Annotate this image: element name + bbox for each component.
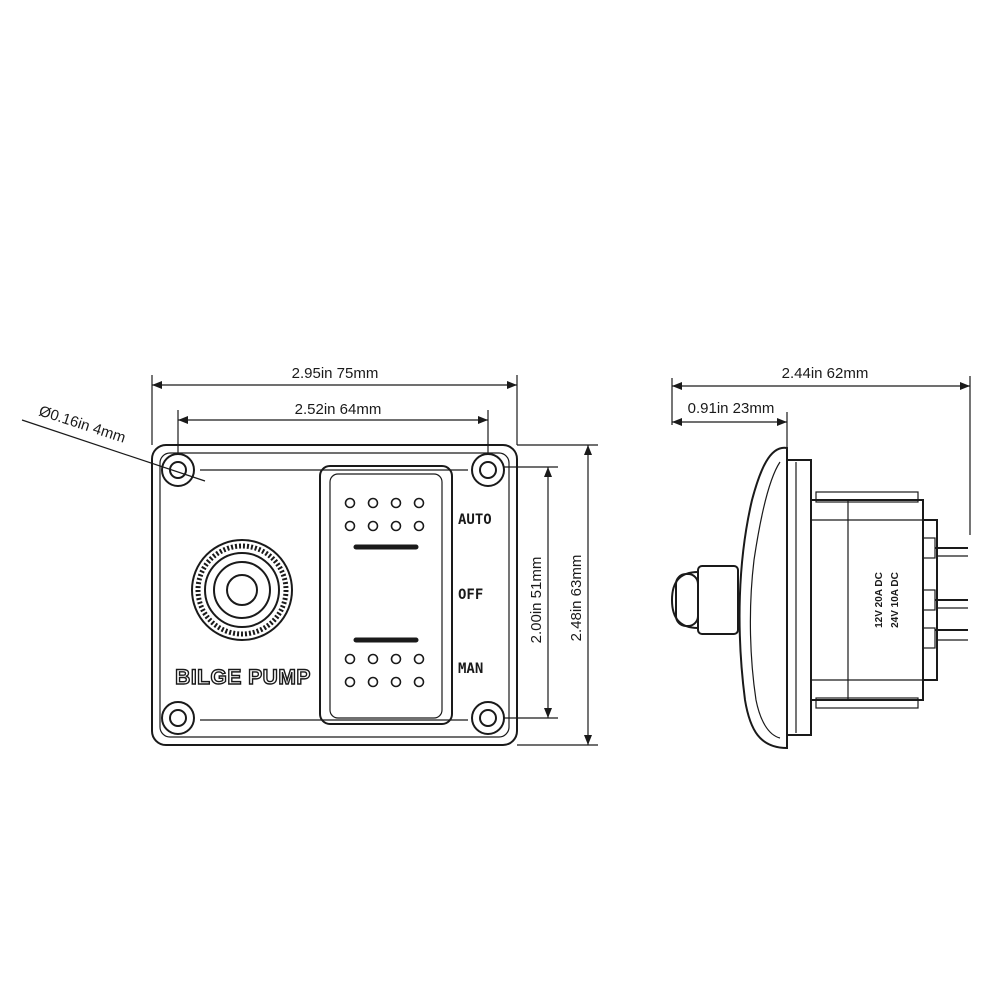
svg-text:2.48in 63mm: 2.48in 63mm — [568, 555, 585, 642]
led-dot — [344, 653, 356, 665]
rating-12v: 12V 20A DC — [874, 572, 885, 628]
dim-overall-width: 2.95in 75mm — [151, 365, 518, 445]
position-man: MAN — [458, 661, 483, 677]
led-dot — [367, 676, 379, 688]
rating-24v: 24V 10A DC — [890, 572, 901, 628]
mounting-hole-bottom-right — [471, 701, 505, 735]
svg-text:0.91in 23mm: 0.91in 23mm — [688, 400, 775, 417]
panel-plate — [151, 444, 518, 746]
led-dot — [413, 676, 425, 688]
led-dot — [367, 653, 379, 665]
mounting-hole-bottom-left — [161, 701, 195, 735]
led-dot — [390, 520, 402, 532]
led-dot — [367, 497, 379, 509]
led-dot — [390, 497, 402, 509]
front-view: BILGE PUMP AUTO OFF MAN 2.95in 75mm — [21, 365, 598, 746]
led-dot — [413, 497, 425, 509]
terminals — [922, 537, 968, 649]
led-dot — [413, 520, 425, 532]
side-view: 12V 20A DC 24V 10A DC 2.44in 62mm — [670, 365, 971, 750]
svg-text:2.44in 62mm: 2.44in 62mm — [782, 365, 869, 382]
rocker-switch — [319, 465, 453, 725]
knob-side — [670, 565, 739, 635]
svg-text:2.95in 75mm: 2.95in 75mm — [292, 365, 379, 382]
indicator-knob — [191, 539, 293, 641]
dim-overall-height: 2.48in 63mm — [517, 444, 598, 746]
led-dot — [390, 653, 402, 665]
led-dot — [344, 520, 356, 532]
bezel-profile — [738, 446, 788, 750]
dim-hole-spacing-vertical: 2.00in 51mm — [504, 466, 558, 719]
dim-overall-depth: 2.44in 62mm — [671, 365, 971, 535]
svg-text:2.00in 51mm: 2.00in 51mm — [528, 557, 545, 644]
led-dot — [390, 676, 402, 688]
panel-inner-edge — [159, 452, 510, 738]
mounting-hole-top-right — [471, 453, 505, 487]
led-dot — [344, 676, 356, 688]
led-dot — [344, 497, 356, 509]
dim-hole-spacing: 2.52in 64mm — [177, 401, 489, 455]
led-dot — [413, 653, 425, 665]
led-dot — [367, 520, 379, 532]
dim-front-depth: 0.91in 23mm — [672, 400, 788, 448]
brand-label: BILGE PUMP — [175, 666, 311, 689]
mounting-flange — [786, 459, 812, 736]
mounting-hole-top-left — [161, 453, 195, 487]
switch-body — [810, 499, 924, 701]
position-auto: AUTO — [458, 512, 492, 528]
position-off: OFF — [458, 587, 483, 603]
svg-text:2.52in 64mm: 2.52in 64mm — [295, 401, 382, 418]
